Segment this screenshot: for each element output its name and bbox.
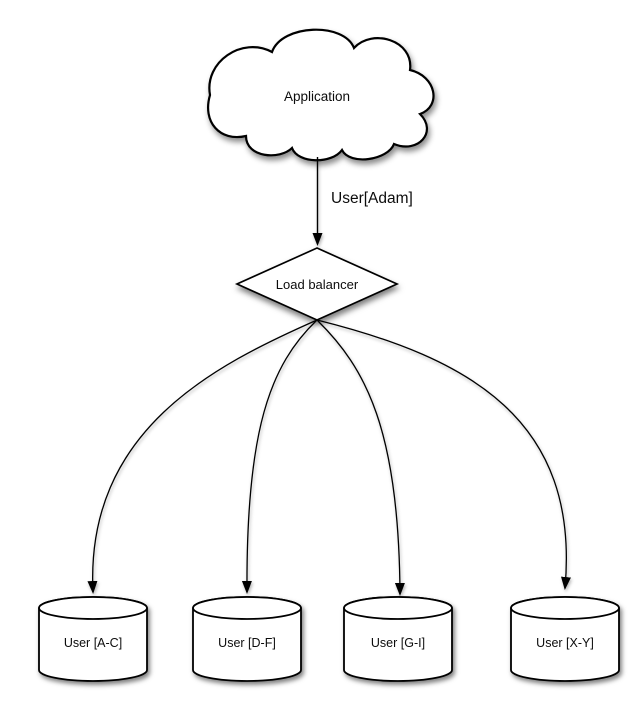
- cylinder-top: [192, 596, 302, 620]
- cylinder-top: [510, 596, 620, 620]
- lb-to-shards-arrows: [87, 319, 571, 596]
- shard-node-1: User [A-C]: [38, 596, 148, 682]
- shard-1-label: User [A-C]: [64, 636, 122, 650]
- application-label: Application: [284, 89, 350, 104]
- cloud-icon: [207, 28, 435, 162]
- shard-2-label: User [D-F]: [218, 636, 276, 650]
- cylinder-top: [343, 596, 453, 620]
- shard-3-label: User [G-I]: [371, 636, 425, 650]
- application-node: Application: [207, 28, 435, 162]
- shard-node-4: User [X-Y]: [510, 596, 620, 682]
- lb-to-shard-2-arrow: [241, 319, 318, 594]
- shard-4-label: User [X-Y]: [536, 636, 594, 650]
- app-to-lb-edge-label: User[Adam]: [331, 190, 413, 207]
- lb-to-shard-4-arrow: [316, 319, 571, 590]
- lb-to-shard-1-arrow: [87, 319, 318, 594]
- shard-node-2: User [D-F]: [192, 596, 302, 682]
- load-balancer-label: Load balancer: [276, 277, 359, 292]
- lb-to-shard-3-arrow: [316, 319, 405, 596]
- cylinder-top: [38, 596, 148, 620]
- shard-node-3: User [G-I]: [343, 596, 453, 682]
- load-balancer-node: Load balancer: [234, 247, 400, 321]
